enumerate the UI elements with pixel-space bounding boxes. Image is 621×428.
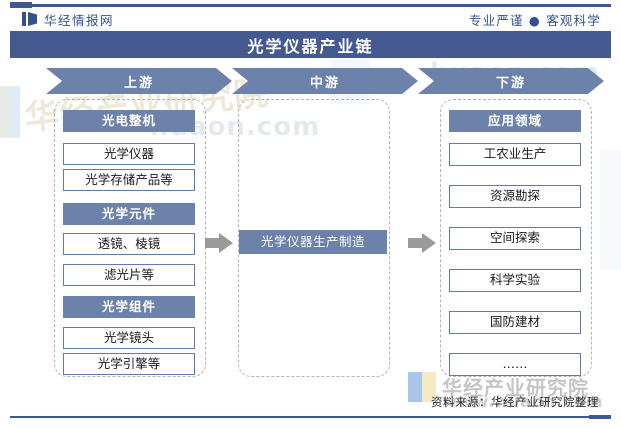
item-optical-instruments: 光学仪器 xyxy=(63,143,195,165)
midstream-main-node: 光学仪器生产制造 xyxy=(239,230,387,254)
stage-label-downstream: 下游 xyxy=(495,75,526,91)
item-optical-engine: 光学引擎等 xyxy=(63,353,195,375)
source-note: 资料来源：华经产业研究院整理 xyxy=(10,392,611,412)
header-tagline: 专业严谨 ● 客观科学 xyxy=(468,12,601,28)
item-space-exploration: 空间探索 xyxy=(449,227,581,250)
group-header-optical-assemblies: 光学组件 xyxy=(63,296,195,318)
item-resource-exploration: 资源勘探 xyxy=(449,185,581,208)
column-container-midstream xyxy=(238,99,390,377)
stage-label-midstream: 中游 xyxy=(309,75,340,91)
stage-label-upstream: 上游 xyxy=(123,75,154,91)
item-lens-prism: 透镜、棱镜 xyxy=(63,233,195,255)
page-title: 光学仪器产业链 xyxy=(10,31,611,58)
item-optical-storage-products: 光学存储产品等 xyxy=(63,169,195,191)
stage-header-row: 上游 中游 下游 xyxy=(0,68,621,94)
top-accent-cap xyxy=(10,2,32,8)
stage-chevron-midstream: 中游 xyxy=(232,68,418,94)
item-industrial-agricultural-production: 工农业生产 xyxy=(449,143,581,166)
arrow-midstream-to-downstream-icon xyxy=(408,233,436,253)
item-optical-lens-module: 光学镜头 xyxy=(63,327,195,349)
watermark-swatch-right-edge xyxy=(600,150,621,270)
group-header-optoelectronic-machines: 光电整机 xyxy=(63,110,195,132)
bottom-accent-cap xyxy=(589,415,611,419)
top-accent-bar xyxy=(10,4,611,7)
source-note-text: 资料来源：华经产业研究院整理 xyxy=(431,395,599,409)
item-scientific-experiment: 科学实验 xyxy=(449,269,581,292)
brand-name: 华经情报网 xyxy=(44,12,115,28)
item-national-defense-materials: 国防建材 xyxy=(449,311,581,334)
column-container-downstream xyxy=(440,99,592,377)
item-ellipsis: …… xyxy=(449,353,581,376)
group-header-application-fields: 应用领域 xyxy=(449,110,581,132)
bottom-accent-bar xyxy=(10,416,611,418)
item-filter: 滤光片等 xyxy=(63,264,195,286)
brand: 华经情报网 xyxy=(10,10,114,29)
arrow-upstream-to-midstream-icon xyxy=(205,233,233,253)
huajing-logo-icon xyxy=(22,12,37,26)
page-header: 华经情报网 专业严谨 ● 客观科学 xyxy=(10,8,611,30)
stage-chevron-upstream: 上游 xyxy=(46,68,232,94)
page-title-text: 光学仪器产业链 xyxy=(247,36,374,56)
stage-chevron-downstream: 下游 xyxy=(418,68,604,94)
group-header-optical-components: 光学元件 xyxy=(63,203,195,225)
